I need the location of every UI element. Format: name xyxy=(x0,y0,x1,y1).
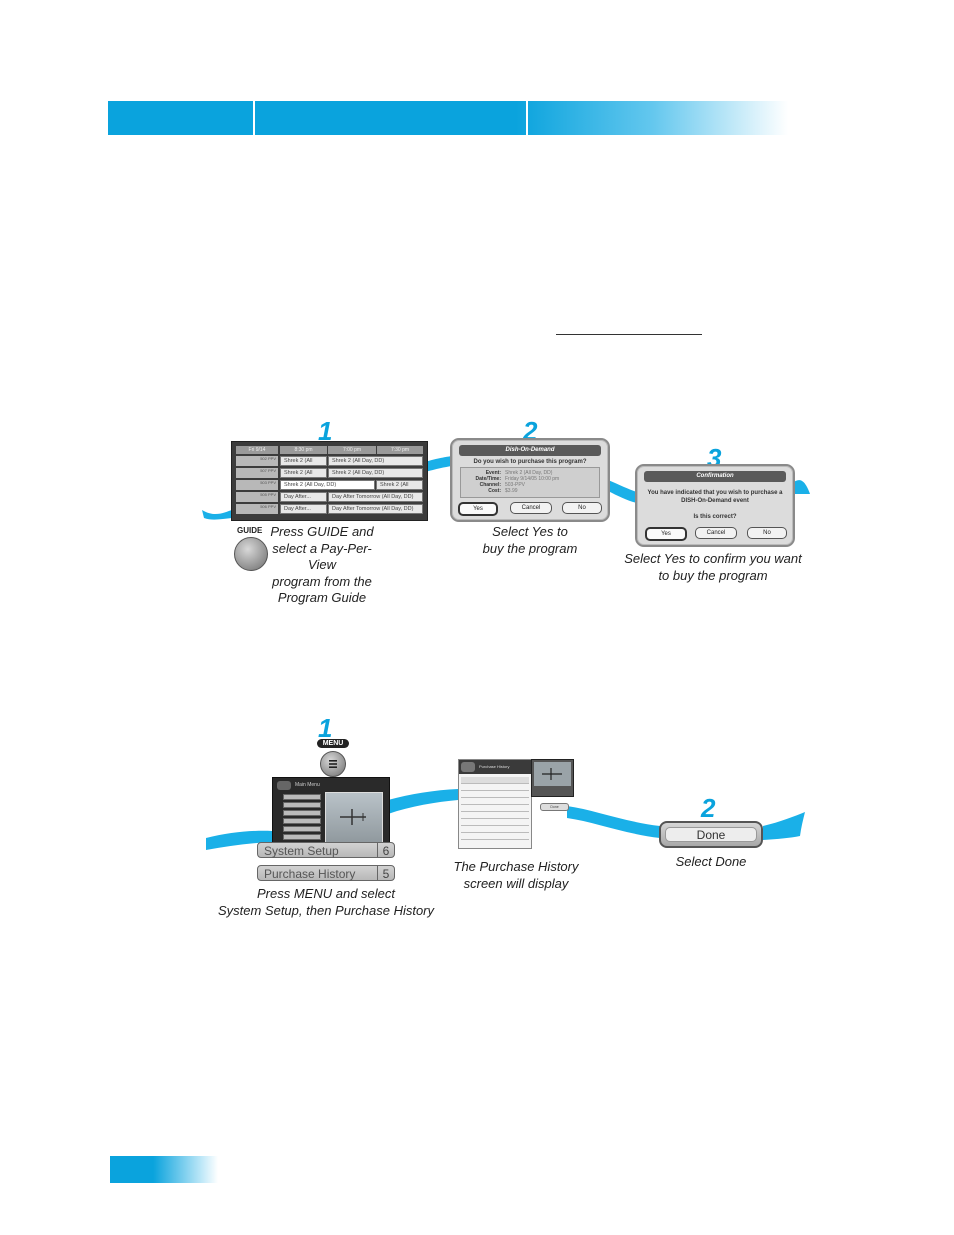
ribbon-5 xyxy=(206,830,272,850)
table-row xyxy=(461,812,529,819)
ribbon-2 xyxy=(425,456,452,472)
menu-item-number: 5 xyxy=(377,866,394,881)
main-menu-screen: Main Menu xyxy=(272,777,390,849)
main-menu-title: Main Menu xyxy=(295,782,320,788)
table-row xyxy=(461,826,529,833)
step-2-number: 2 xyxy=(701,793,716,823)
table-row xyxy=(461,791,529,798)
menu-list-item[interactable] xyxy=(283,826,321,832)
dialog-question: Do you wish to purchase this program? xyxy=(473,459,587,465)
no-button[interactable]: No xyxy=(562,502,602,514)
guide-program[interactable]: Day After Tomorrow (All Day, DD) xyxy=(328,504,423,514)
dialog-title: Dish-On-Demand xyxy=(459,445,601,456)
done-button-small[interactable]: Done xyxy=(540,803,569,811)
table-row xyxy=(461,777,529,784)
table-row xyxy=(461,819,529,826)
ribbon-8 xyxy=(763,812,805,840)
purchase-history-caption: The Purchase History screen will display xyxy=(453,859,579,891)
dialog-title: Confirmation xyxy=(644,471,786,482)
footer-bar xyxy=(110,1156,218,1183)
preview-thumbnail xyxy=(531,759,574,797)
no-button[interactable]: No xyxy=(747,527,787,539)
dish-logo-icon xyxy=(461,762,475,772)
dialog-message: DISH-On-Demand event xyxy=(681,498,749,504)
yes-button[interactable]: Yes xyxy=(458,502,498,516)
guide-remote-button[interactable] xyxy=(234,537,268,571)
purchase-history-menu-item[interactable]: Purchase History 5 xyxy=(257,865,395,881)
menu-item-number: 6 xyxy=(377,843,394,858)
header-divider xyxy=(526,101,528,135)
guide-time: 7:00 pm xyxy=(328,446,376,454)
done-button[interactable]: Done xyxy=(659,821,763,848)
ribbon-6 xyxy=(388,789,458,814)
step-1-number: 1 xyxy=(318,416,333,446)
step-1-caption: Press MENU and select System Setup, then… xyxy=(217,886,435,918)
menu-button-label: MENU xyxy=(317,739,349,748)
preview-window xyxy=(325,792,383,846)
dialog-message: You have indicated that you wish to purc… xyxy=(647,490,783,496)
purchase-history-screen: Purchase History xyxy=(458,759,532,849)
ribbon-3 xyxy=(608,480,637,503)
menu-list-item[interactable] xyxy=(283,810,321,816)
guide-channel: 505 PPV xyxy=(236,492,278,502)
step-1-caption: Press GUIDE and select a Pay-Per-View pr… xyxy=(270,524,374,605)
dialog-question: Is this correct? xyxy=(693,514,737,520)
guide-channel: 503 PPV xyxy=(236,480,278,490)
guide-program-selected[interactable]: Shrek 2 (All Day, DD) xyxy=(280,480,375,490)
menu-list-item[interactable] xyxy=(283,818,321,824)
guide-channel: 506 PPV xyxy=(236,504,278,514)
menu-list xyxy=(283,794,321,844)
menu-list-item[interactable] xyxy=(283,834,321,840)
step-2-caption: Select Yes to buy the program xyxy=(482,524,578,556)
guide-program[interactable]: Shrek 2 (All Day, DD) xyxy=(328,468,423,478)
step-1-number: 1 xyxy=(318,713,333,743)
table-row xyxy=(461,805,529,812)
cancel-button[interactable]: Cancel xyxy=(510,502,552,514)
airplane-icon xyxy=(340,809,366,825)
header-bar xyxy=(108,101,788,135)
header-divider xyxy=(253,101,255,135)
table-row xyxy=(461,798,529,805)
guide-time: 7:30 pm xyxy=(377,446,423,454)
cancel-button[interactable]: Cancel xyxy=(695,527,737,539)
ribbon-4 xyxy=(794,480,810,494)
purchase-history-title: Purchase History xyxy=(459,760,531,774)
guide-program[interactable]: Day After... xyxy=(280,492,327,502)
dish-logo-icon xyxy=(277,781,291,790)
table-row xyxy=(461,833,529,840)
done-button-label: Done xyxy=(665,827,757,842)
guide-program[interactable]: Shrek 2 (All xyxy=(280,468,327,478)
menu-list-item[interactable] xyxy=(283,802,321,808)
purchase-dialog: Dish-On-Demand Do you wish to purchase t… xyxy=(450,438,610,522)
airplane-icon xyxy=(534,762,571,786)
event-details: Event: Shrek 2 (All Day, DD) Date/Time: … xyxy=(460,467,600,498)
menu-remote-button[interactable] xyxy=(320,751,346,777)
yes-button[interactable]: Yes xyxy=(645,527,687,541)
guide-program[interactable]: Shrek 2 (All Day, DD) xyxy=(328,456,423,466)
guide-program[interactable]: Shrek 2 (All xyxy=(280,456,327,466)
program-guide-screen: Fri 9/14 8:30 pm 7:00 pm 7:30 pm 502 PPV… xyxy=(231,441,428,521)
guide-program[interactable]: Shrek 2 (All xyxy=(376,480,423,490)
ribbon-7 xyxy=(567,806,660,838)
guide-program[interactable]: Day After... xyxy=(280,504,327,514)
ribbon-1 xyxy=(202,510,232,520)
guide-time: 8:30 pm xyxy=(280,446,327,454)
guide-channel: 507 PPV xyxy=(236,468,278,478)
step-2-caption: Select Done xyxy=(675,854,747,869)
guide-button-label: GUIDE xyxy=(237,526,263,535)
menu-list-item[interactable] xyxy=(283,794,321,800)
guide-program[interactable]: Day After Tomorrow (All Day, DD) xyxy=(328,492,423,502)
underline-rule xyxy=(556,334,702,335)
table-row xyxy=(461,784,529,791)
confirmation-dialog: Confirmation You have indicated that you… xyxy=(635,464,795,547)
system-setup-menu-item[interactable]: System Setup 6 xyxy=(257,842,395,858)
guide-channel: 502 PPV xyxy=(236,456,278,466)
step-2-number: 2 xyxy=(523,416,538,446)
step-3-caption: Select Yes to confirm you want to buy th… xyxy=(624,551,802,583)
guide-date: Fri 9/14 xyxy=(236,446,278,454)
menu-icon xyxy=(329,760,337,768)
